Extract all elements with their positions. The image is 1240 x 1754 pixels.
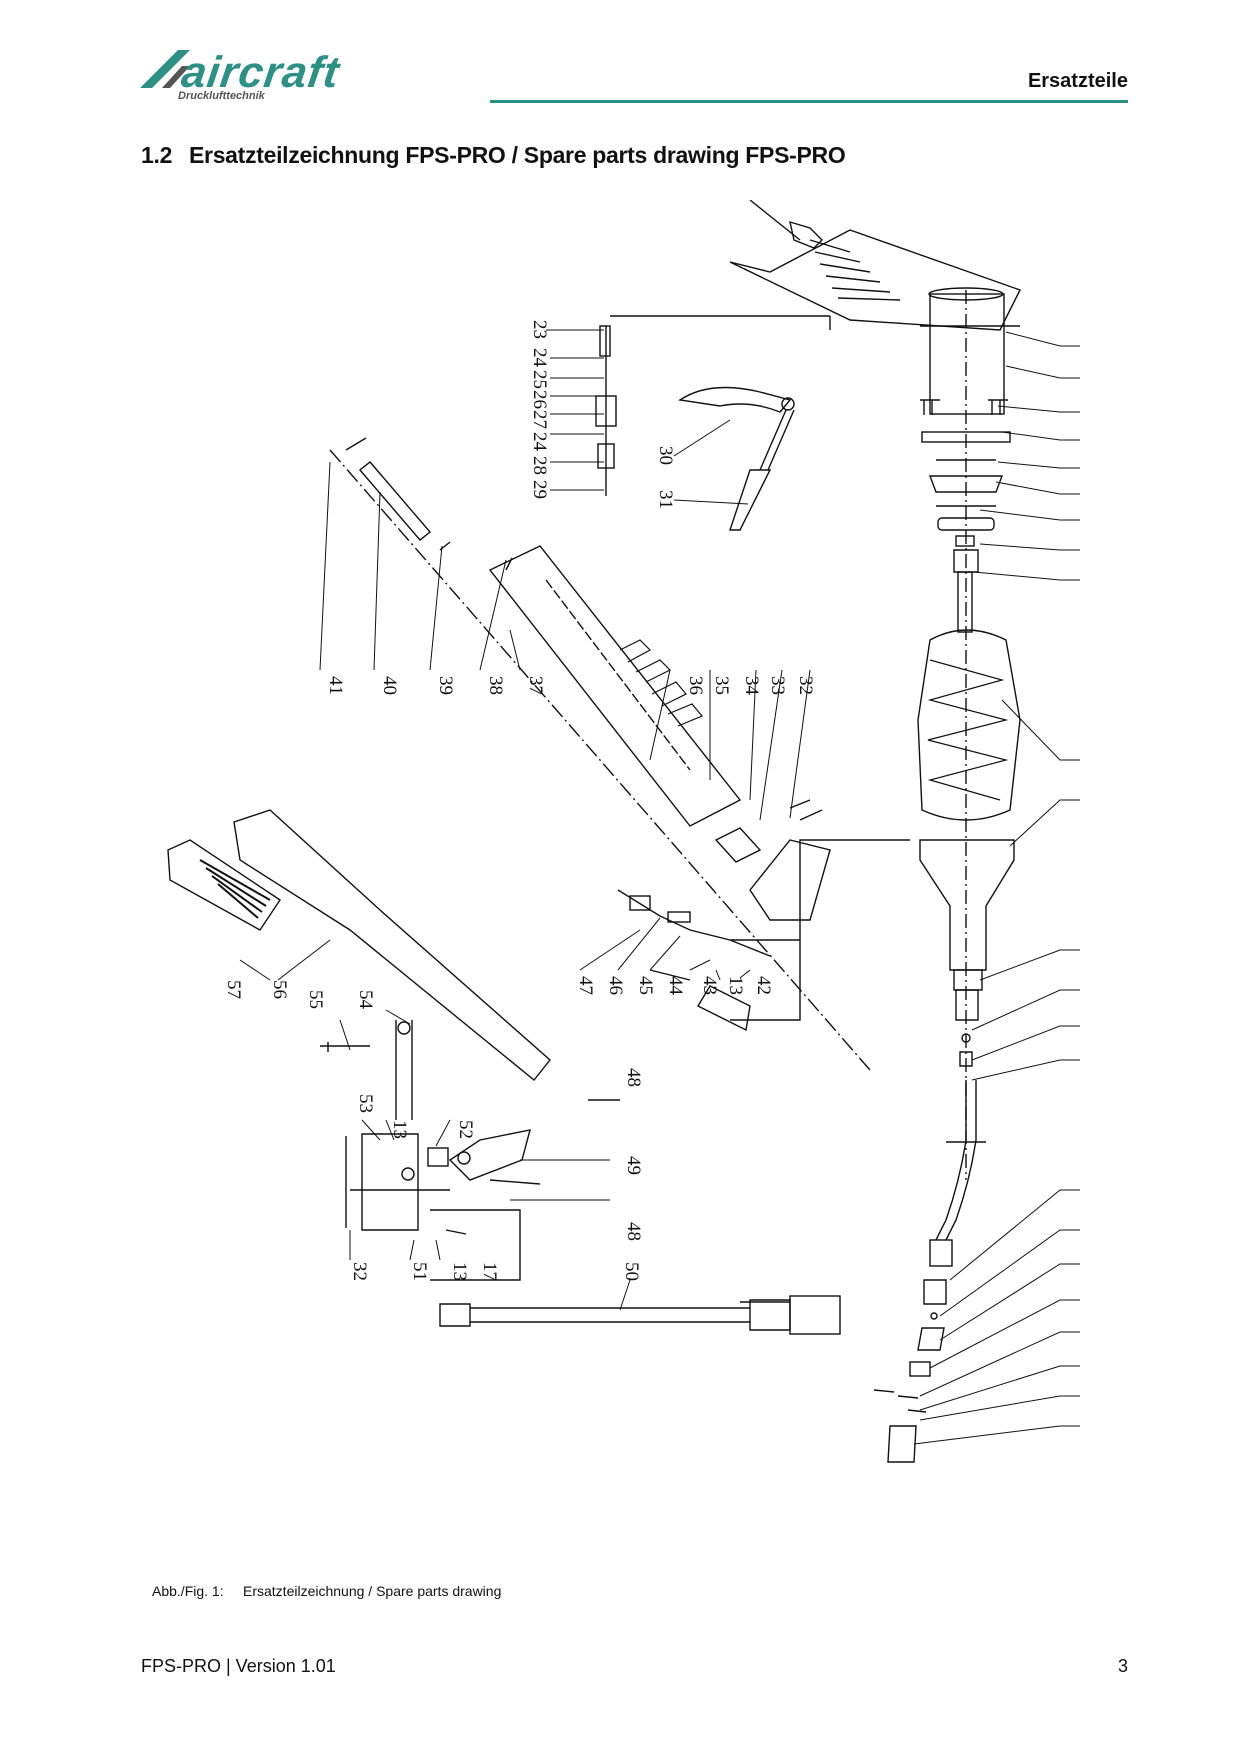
callout-17b: 17 xyxy=(479,1262,500,1281)
callout-41: 41 xyxy=(325,676,346,695)
lever-arm xyxy=(233,809,551,1081)
callout-13d: 13 xyxy=(389,1120,410,1139)
page-title: 1.2 Ersatzteilzeichnung FPS-PRO / Spare p… xyxy=(141,142,846,169)
callout-30: 30 xyxy=(655,446,676,465)
callout-36: 36 xyxy=(685,676,706,695)
callout-48b: 48 xyxy=(623,1222,644,1241)
figure-caption: Abb./Fig. 1: Ersatzteilzeichnung / Spare … xyxy=(152,1583,501,1599)
spring-cover xyxy=(917,629,1021,821)
callout-24b: 24 xyxy=(529,432,550,452)
footer-doc-version: FPS-PRO | Version 1.01 xyxy=(141,1656,336,1676)
handle-grip-hatch xyxy=(809,239,901,301)
callout-42: 42 xyxy=(753,976,774,995)
callout-34: 34 xyxy=(741,676,762,696)
figure-caption-text: Ersatzteilzeichnung / Spare parts drawin… xyxy=(243,1583,502,1599)
callout-55: 55 xyxy=(305,990,326,1009)
callout-13e: 13 xyxy=(449,1262,470,1281)
callout-27: 27 xyxy=(529,410,550,429)
spare-parts-drawing: 1 2 3 4 5 6 7 8 9 10 11 12 13 14 15 16 1… xyxy=(167,200,1080,1463)
logo-mark-icon xyxy=(140,50,190,88)
title-text: Ersatzteilzeichnung FPS-PRO / Spare part… xyxy=(189,142,846,168)
base-block xyxy=(361,1133,419,1231)
callout-43: 43 xyxy=(699,976,720,995)
callout-32b: 32 xyxy=(349,1262,370,1281)
callout-13c: 13 xyxy=(725,976,746,995)
callout-26: 26 xyxy=(529,390,550,409)
callout-39: 39 xyxy=(435,676,456,695)
page-number: 3 xyxy=(1117,1656,1128,1676)
callout-35: 35 xyxy=(711,676,732,695)
tension-cylinder xyxy=(488,545,742,827)
callout-49: 49 xyxy=(623,1156,644,1175)
callout-32: 32 xyxy=(795,676,816,695)
callout-51: 51 xyxy=(409,1262,430,1281)
callout-24: 24 xyxy=(529,348,550,368)
section-label: Ersatzteile xyxy=(1027,70,1128,92)
figure-number: Abb./Fig. 1: xyxy=(152,1583,224,1599)
callout-54: 54 xyxy=(355,990,376,1010)
callout-50: 50 xyxy=(621,1262,642,1281)
header-rule xyxy=(490,100,1128,103)
callout-48a: 48 xyxy=(623,1068,644,1087)
section-number: 1.2 xyxy=(141,142,173,168)
callout-57: 57 xyxy=(223,980,244,999)
callout-44: 44 xyxy=(665,976,686,996)
callout-31: 31 xyxy=(655,490,676,509)
logo-subtitle: Drucklufttechnik xyxy=(178,90,265,102)
callout-37: 37 xyxy=(525,676,546,695)
callout-28: 28 xyxy=(529,456,550,475)
funnel-body xyxy=(919,839,1015,971)
callout-25: 25 xyxy=(529,370,550,389)
callout-52: 52 xyxy=(455,1120,476,1139)
callout-45: 45 xyxy=(635,976,656,995)
callout-23: 23 xyxy=(529,320,550,339)
callout-46: 46 xyxy=(605,976,626,995)
callout-40: 40 xyxy=(379,676,400,695)
callout-47: 47 xyxy=(575,976,596,995)
cylinder-body xyxy=(929,293,1005,415)
brand-logo: aircraft Drucklufttechnik xyxy=(138,46,378,108)
callout-38: 38 xyxy=(485,676,506,695)
callout-53: 53 xyxy=(355,1094,376,1113)
callout-29: 29 xyxy=(529,480,550,499)
callout-33: 33 xyxy=(767,676,788,695)
callout-56: 56 xyxy=(269,980,290,999)
